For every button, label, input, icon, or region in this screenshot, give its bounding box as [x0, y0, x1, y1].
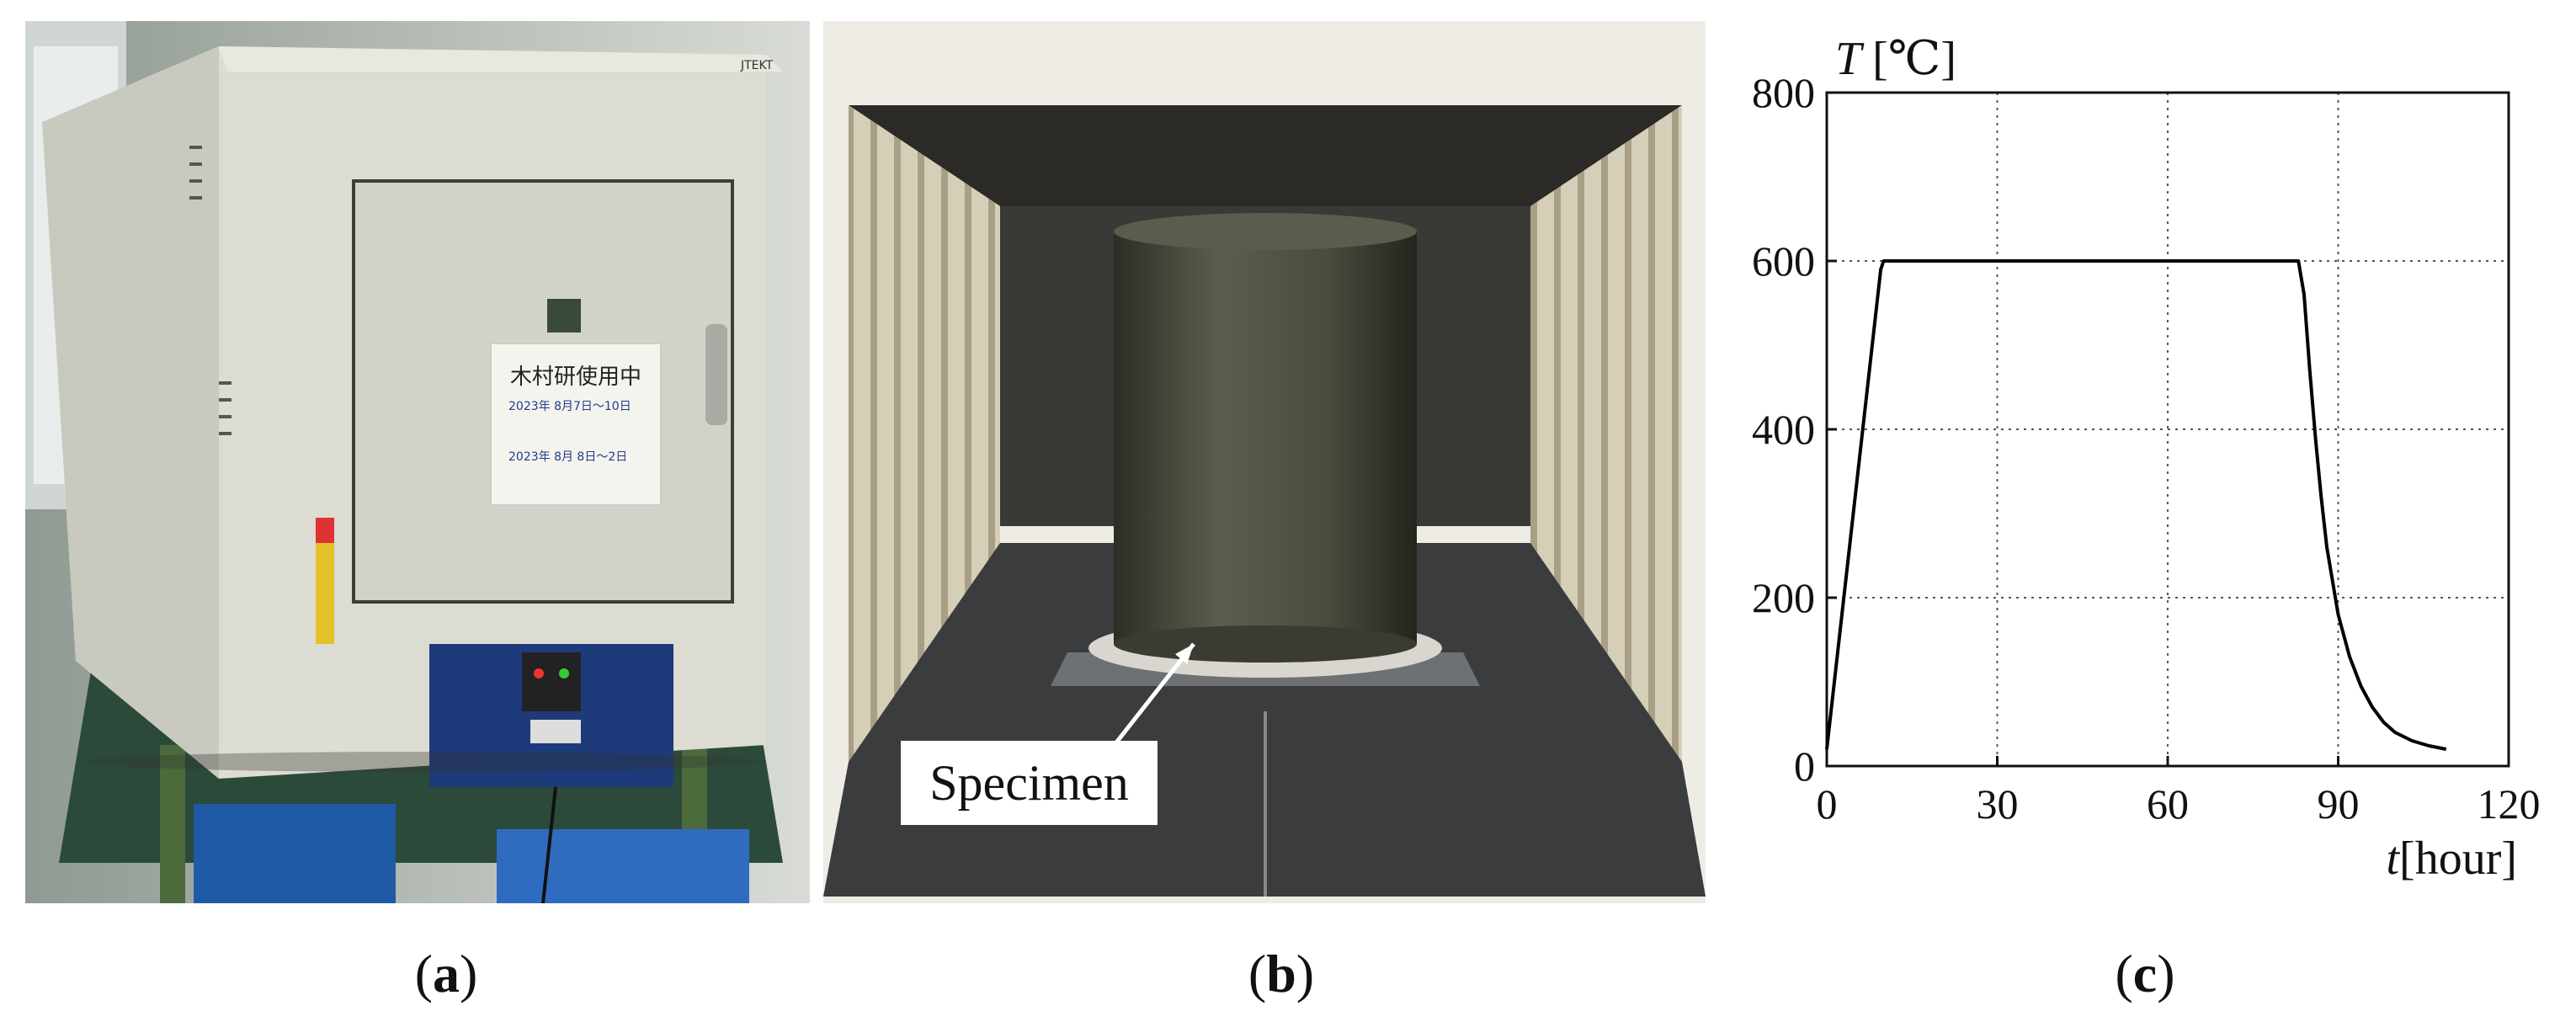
temperature-time-chart: 0 30 60 90 120 0 200 400 600 800 T [℃] t[hour] — [1752, 33, 2541, 885]
plot-area: 0 30 60 90 120 0 200 400 600 800 T [℃] t[hour] — [1752, 33, 2541, 885]
x-axis-label: t[hour] — [2386, 833, 2517, 885]
y-tick-label: 400 — [1752, 406, 1815, 453]
y-tick-label: 600 — [1752, 237, 1815, 285]
x-tick-label: 30 — [1977, 780, 2019, 827]
furnace-exterior-photo: JTEKT 木村研使用中 2023年 8月7日〜10日 2023年 8月 8日〜… — [25, 21, 810, 903]
caption-letter: c — [2132, 944, 2158, 1003]
x-tick-label: 120 — [2478, 780, 2541, 827]
specimen-label: Specimen — [901, 741, 1158, 825]
caption-c: (c) — [2061, 943, 2229, 1005]
brand-badge: JTEKT — [741, 59, 774, 72]
caption-a: (a) — [362, 943, 530, 1005]
x-tick-label: 0 — [1817, 780, 1838, 827]
y-tick-label: 800 — [1752, 69, 1815, 116]
notice-line: 2023年 8月7日〜10日 — [508, 400, 631, 413]
furnace-interior-photo — [823, 21, 1706, 903]
x-tick-label: 90 — [2318, 780, 2360, 827]
caption-paren: ( — [1248, 944, 1267, 1003]
caption-letter: b — [1266, 944, 1296, 1003]
caption-paren: ) — [1296, 944, 1315, 1003]
caption-paren: ( — [2115, 944, 2133, 1003]
temperature-curve — [1825, 259, 2447, 751]
notice-line: 2023年 8月 8日〜2日 — [508, 450, 628, 464]
usage-notice-sheet: 木村研使用中 2023年 8月7日〜10日 2023年 8月 8日〜2日 — [490, 343, 662, 506]
caption-paren: ) — [2157, 944, 2175, 1003]
caption-letter: a — [433, 944, 460, 1003]
y-axis-label: T [℃] — [1835, 33, 1956, 85]
caption-paren: ( — [414, 944, 433, 1003]
furnace-exterior-illustration — [25, 21, 810, 903]
notice-title: 木村研使用中 — [509, 365, 641, 390]
y-tick-label: 200 — [1752, 574, 1815, 621]
caption-b: (b) — [1197, 943, 1365, 1005]
y-tick-label: 0 — [1794, 742, 1815, 790]
caption-paren: ) — [460, 944, 478, 1003]
x-tick-label: 60 — [2147, 780, 2189, 827]
